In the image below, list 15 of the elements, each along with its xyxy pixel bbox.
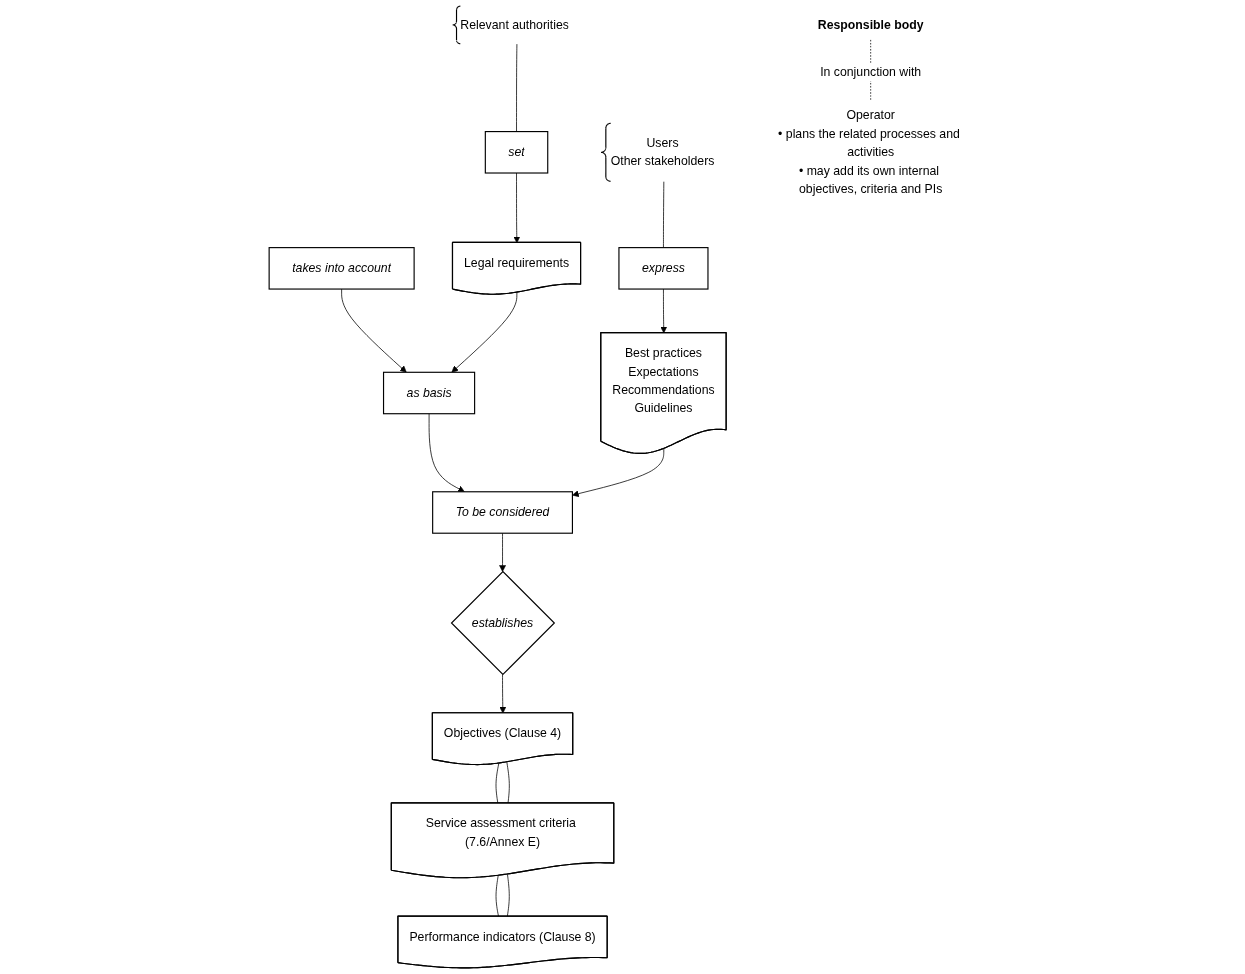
node-box: express [618,247,709,290]
node-text: Relevant authorities [460,18,569,32]
node-box: To be considered [431,491,573,534]
node-box: as basis [382,371,476,415]
edge-label: In conjunction with [820,65,922,79]
node-text: Responsible body [817,18,924,32]
connector [506,874,510,917]
node-box: set [484,131,549,174]
connector [495,875,499,917]
node-text: Operator • plans the related processes and activities • may add its own internal objectives, criteria and PIs [777,108,960,196]
connector [662,181,665,248]
node-diamond: establishes [450,570,555,676]
connector [516,43,518,132]
node-text: Users Other stakeholders [610,136,715,168]
node-box: takes into account [268,247,415,290]
